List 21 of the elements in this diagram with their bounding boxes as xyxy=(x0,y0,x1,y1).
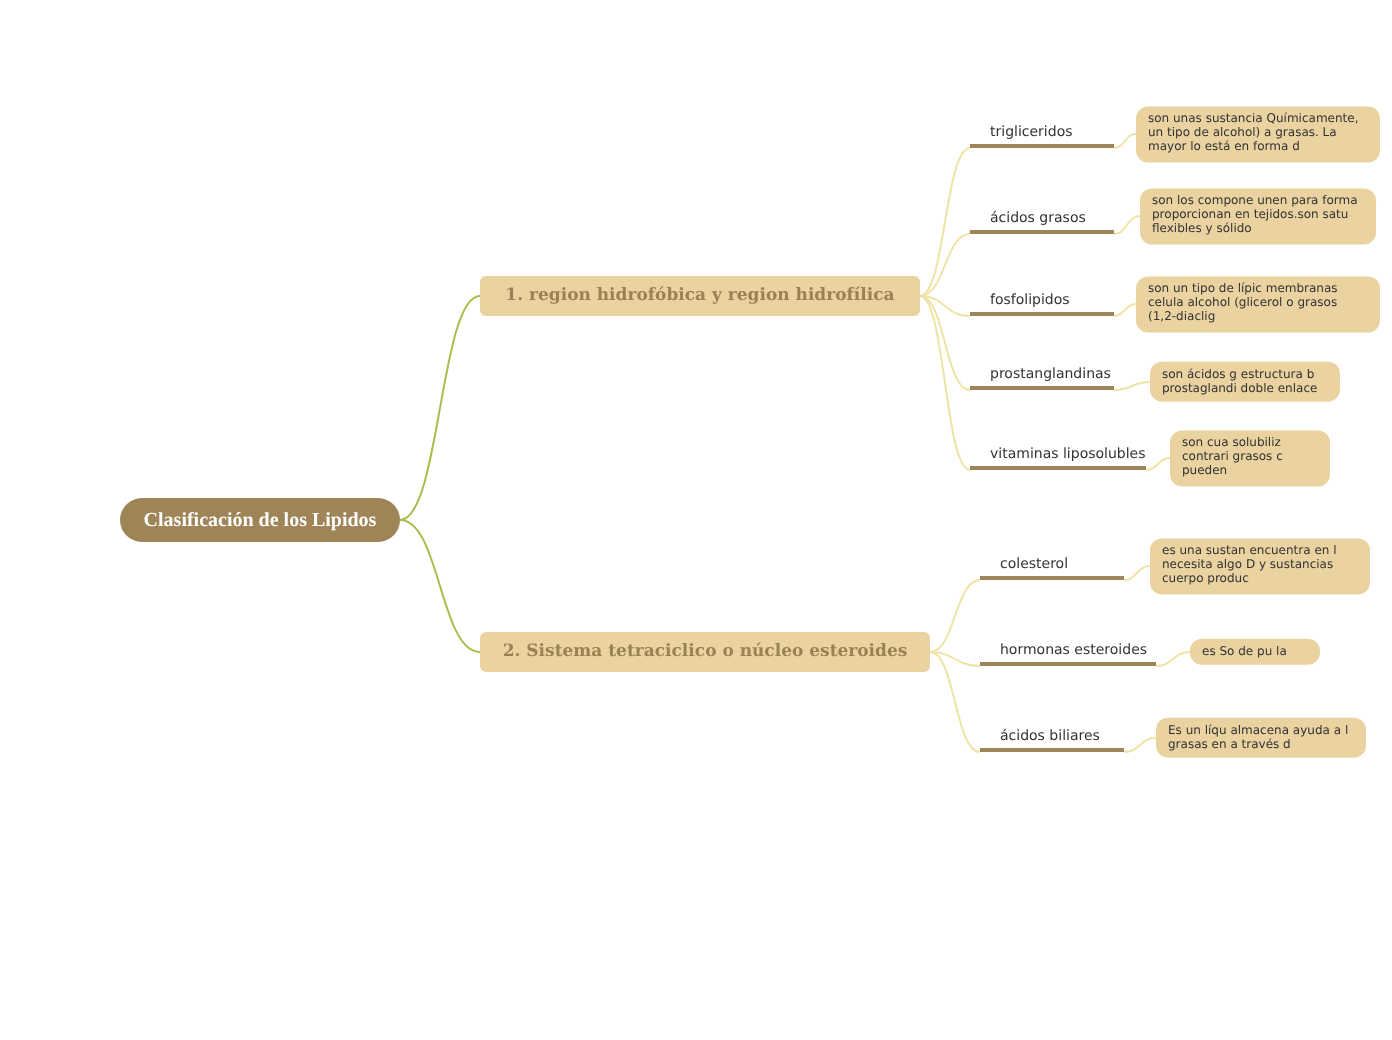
connector-line xyxy=(1113,133,1137,149)
connector-line xyxy=(919,295,971,317)
connector-line xyxy=(1123,565,1151,581)
branch-topic: 2. Sistema tetraciclico o núcleo esteroides xyxy=(480,632,930,672)
connector-line xyxy=(399,295,481,521)
connector-line xyxy=(929,651,981,667)
connector-line xyxy=(1145,457,1171,471)
connector-line xyxy=(1113,381,1151,391)
connector-line xyxy=(919,295,971,391)
branch-topic: 1. region hidrofóbica y region hidrofílica xyxy=(480,276,920,316)
connector-line xyxy=(919,233,971,297)
connector-line xyxy=(1113,303,1137,317)
connector-line xyxy=(1123,737,1157,753)
connector-line xyxy=(399,519,481,653)
connector-line xyxy=(1113,215,1141,235)
connector-line xyxy=(919,295,971,471)
connector-line xyxy=(929,579,981,653)
connector-line xyxy=(1155,651,1191,667)
central-topic: Clasificación de los Lipidos xyxy=(120,498,400,542)
connector-line xyxy=(919,147,971,297)
connector-line xyxy=(929,651,981,753)
